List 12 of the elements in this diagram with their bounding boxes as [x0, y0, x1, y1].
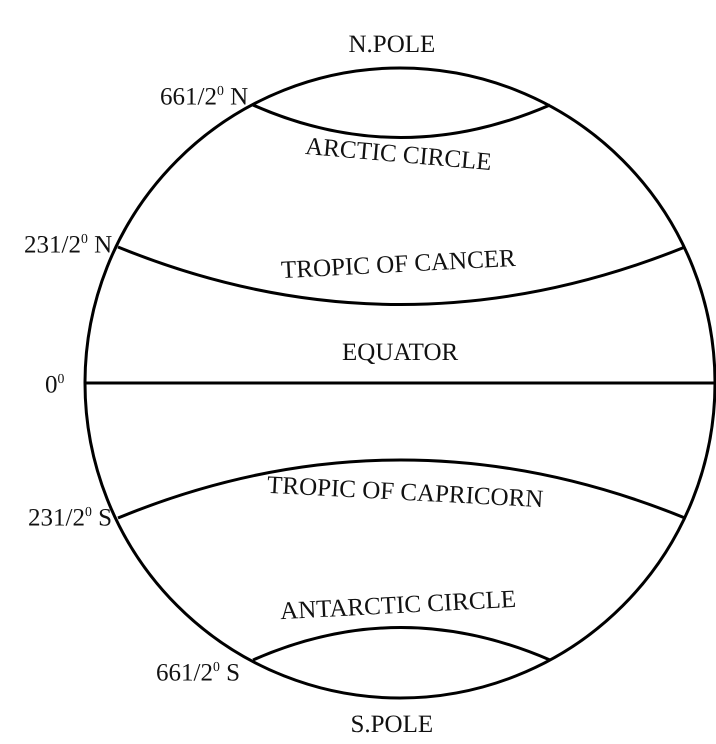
latitude-label: 231/2$^{0}$ N	[24, 232, 112, 258]
latitude-label: 0$^{0}$	[45, 372, 64, 398]
latitude-label: 661/2$^{0}$ N	[160, 84, 248, 110]
pole-label: N.POLE	[348, 32, 436, 57]
latitude-line-label: TROPIC OF CANCER	[280, 246, 516, 284]
latitude-line-label: ARCTIC CIRCLE	[304, 134, 492, 176]
latitude-line-label: EQUATOR	[342, 340, 458, 365]
latitude-label: 231/2$^{0}$ S	[28, 505, 112, 530]
latitude-line-label: TROPIC OF CAPRICORN	[266, 472, 544, 512]
latitude-label: 661/2$^{0}$ S	[156, 660, 240, 686]
pole-label: S.POLE	[350, 712, 434, 737]
latitude-line-label: ANTARCTIC CIRCLE	[280, 586, 517, 624]
